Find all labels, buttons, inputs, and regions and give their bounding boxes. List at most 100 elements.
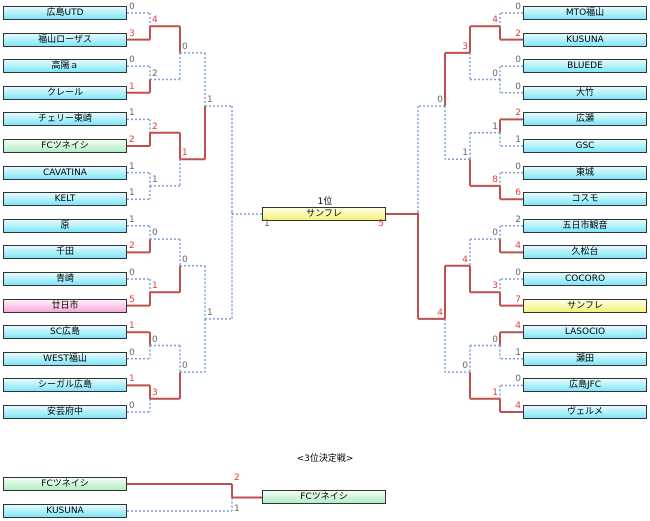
right-r1-score: 1 — [515, 347, 521, 358]
right-r1-score: 2 — [515, 214, 521, 225]
final-title: 1位 — [317, 197, 333, 207]
left-r1-score: 5 — [129, 294, 135, 305]
left-r1-score: 1 — [129, 321, 135, 332]
right-r2-score: 0 — [492, 334, 498, 345]
right-r1-score: 4 — [515, 241, 521, 252]
right-team-4: 広瀬 — [523, 112, 647, 127]
right-r4-score: 4 — [437, 307, 443, 318]
left-r1-score: 0 — [129, 2, 135, 12]
right-team-6: 東城 — [523, 165, 647, 180]
left-team-15: 安芸府中 — [3, 405, 127, 419]
right-r1-score: 0 — [515, 2, 521, 12]
final-right-score: 5 — [378, 219, 384, 229]
right-team-9: 久松台 — [523, 245, 647, 260]
right-r3-score: 3 — [462, 41, 468, 52]
left-team-6: CAVATINA — [3, 165, 127, 180]
right-r3-score: 4 — [462, 254, 468, 265]
right-r2-score: 1 — [492, 121, 498, 132]
third-place-winner-box: FCツネイシ — [262, 490, 386, 504]
right-team-0: MTO福山 — [523, 6, 647, 20]
right-r1-score: 6 — [515, 188, 521, 199]
left-team-1: 福山ローザス — [3, 32, 127, 47]
left-r4-score: 1 — [207, 307, 213, 318]
right-r1-score: 1 — [515, 135, 521, 145]
third-place-team-2: KUSUNA — [3, 504, 127, 518]
right-team-3: 大竹 — [523, 85, 647, 100]
left-r1-score: 1 — [129, 108, 135, 119]
left-team-7: KELT — [3, 192, 127, 207]
left-team-8: 原 — [3, 218, 127, 233]
left-r1-score: 0 — [129, 401, 135, 411]
right-r2-score: 0 — [492, 228, 498, 239]
third-place-team-1: FCツネイシ — [3, 477, 127, 491]
left-r4-score: 1 — [207, 95, 213, 106]
right-team-15: ヴェルメ — [523, 405, 647, 419]
third-place-score-2: 1 — [234, 504, 240, 514]
right-team-14: 広島JFC — [523, 378, 647, 393]
left-team-13: WEST福山 — [3, 351, 127, 366]
left-r1-score: 0 — [129, 268, 135, 278]
left-r2-score: 2 — [152, 68, 158, 79]
left-r2-score: 1 — [152, 281, 158, 292]
right-r2-score: 8 — [492, 174, 498, 185]
right-r1-score: 4 — [515, 401, 521, 411]
right-team-12: LASOCIO — [523, 325, 647, 340]
left-r2-score: 4 — [152, 15, 158, 26]
right-team-2: BLUEDE — [523, 59, 647, 74]
left-r1-score: 2 — [129, 135, 135, 145]
left-r2-score: 2 — [152, 121, 158, 132]
right-r1-score: 0 — [515, 81, 521, 92]
left-r2-score: 3 — [152, 387, 158, 398]
right-r4-score: 0 — [437, 95, 443, 106]
left-r3-score: 0 — [182, 41, 188, 52]
left-r1-score: 1 — [129, 188, 135, 199]
right-team-8: 五日市観音 — [523, 218, 647, 233]
right-r2-score: 1 — [492, 387, 498, 398]
right-r2-score: 4 — [492, 15, 498, 26]
right-r3-score: 0 — [462, 361, 468, 372]
right-team-10: COCORO — [523, 272, 647, 286]
left-r2-score: 1 — [152, 174, 158, 185]
final-winner-box: サンフレ — [262, 207, 386, 221]
left-r1-score: 3 — [129, 28, 135, 39]
left-team-5: FCツネイシ — [3, 139, 127, 153]
left-team-14: シーガル広島 — [3, 378, 127, 393]
left-team-4: チェリー東崎 — [3, 112, 127, 127]
left-r1-score: 0 — [129, 347, 135, 358]
right-r2-score: 3 — [492, 281, 498, 292]
left-team-12: SC広島 — [3, 325, 127, 340]
left-team-3: クレール — [3, 85, 127, 100]
left-r3-score: 0 — [182, 254, 188, 265]
right-r1-score: 2 — [515, 28, 521, 39]
final-left-score: 1 — [264, 219, 270, 229]
right-r1-score: 0 — [515, 161, 521, 172]
left-r1-score: 2 — [129, 241, 135, 252]
left-r3-score: 0 — [182, 361, 188, 372]
third-place-score-1: 2 — [234, 473, 240, 483]
right-team-5: GSC — [523, 139, 647, 153]
right-r2-score: 0 — [492, 68, 498, 79]
left-team-9: 千田 — [3, 245, 127, 260]
right-team-11: サンフレ — [523, 298, 647, 313]
right-r1-score: 4 — [515, 321, 521, 332]
third-place-title: <3位決定戦> — [296, 454, 354, 464]
right-r1-score: 7 — [515, 294, 521, 305]
left-r1-score: 1 — [129, 81, 135, 92]
right-r1-score: 0 — [515, 268, 521, 278]
left-team-0: 広島UTD — [3, 6, 127, 20]
left-team-10: 青崎 — [3, 272, 127, 286]
left-r2-score: 0 — [152, 228, 158, 239]
left-r1-score: 0 — [129, 55, 135, 66]
left-r3-score: 1 — [182, 148, 188, 159]
left-team-11: 廿日市 — [3, 298, 127, 313]
right-team-13: 瀬田 — [523, 351, 647, 366]
left-team-2: 高陽ａ — [3, 59, 127, 74]
left-r1-score: 1 — [129, 214, 135, 225]
left-r1-score: 1 — [129, 161, 135, 172]
left-r2-score: 0 — [152, 334, 158, 345]
right-r3-score: 1 — [462, 148, 468, 159]
right-team-7: コスモ — [523, 192, 647, 207]
right-r1-score: 2 — [515, 108, 521, 119]
